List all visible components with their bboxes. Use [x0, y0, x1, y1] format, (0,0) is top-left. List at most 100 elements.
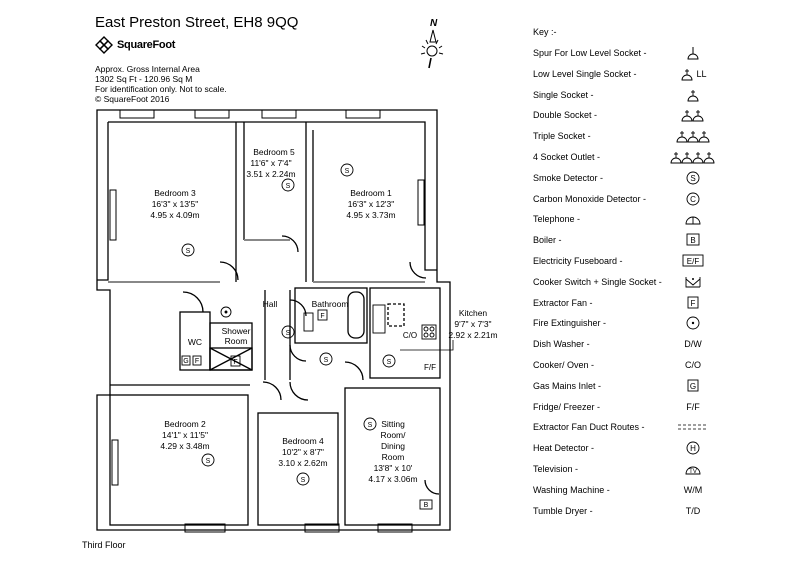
key-item-label: Washing Machine -	[533, 484, 610, 495]
svg-text:F: F	[233, 359, 237, 366]
key-item: Heat Detector -H	[533, 441, 753, 459]
gas-inlet-icon: G	[181, 355, 191, 366]
svg-text:S: S	[286, 330, 291, 337]
key-item-label: Extractor Fan -	[533, 297, 593, 308]
key-item-label: Smoke Detector -	[533, 172, 604, 183]
room-metric-bedroom1: 4.95 x 3.73m	[346, 210, 395, 220]
squarefoot-logo-icon	[95, 36, 113, 54]
floor-plan: Bedroom 3 16'3" x 13'5" 4.95 x 4.09m Bed…	[96, 109, 498, 533]
key-item-label: Gas Mains Inlet -	[533, 380, 602, 391]
gas-inlet-icon: G	[663, 377, 723, 395]
key-item-label: Fire Extinguisher -	[533, 318, 607, 329]
duct-icon	[663, 418, 723, 436]
key-item: Dish Washer -D/W	[533, 339, 753, 355]
room-imperial-bedroom5: 11'6" x 7'4"	[250, 158, 291, 168]
outer-wall	[96, 109, 451, 531]
room-name-hall: Hall	[263, 299, 278, 309]
info-line-disclaimer: For identification only. Not to scale.	[95, 84, 227, 94]
key-item-label: Fridge/ Freezer -	[533, 401, 601, 412]
smoke-detector-icon: S	[201, 453, 215, 467]
cooker-label: C/O	[403, 331, 417, 340]
fire-extinguisher-icon	[663, 314, 723, 332]
washing-machine-icon	[372, 304, 386, 334]
kitchen-leader-line	[400, 340, 454, 351]
room-imperial-bedroom1: 16'3" x 12'3"	[348, 199, 395, 209]
area-info: Approx. Gross Internal Area 1302 Sq Ft -…	[95, 64, 227, 104]
key-item-label: Double Socket -	[533, 110, 598, 121]
heat-detector-icon: H	[663, 439, 723, 457]
room-metric-bedroom3: 4.95 x 4.09m	[150, 210, 199, 220]
info-line-copyright: © SquareFoot 2016	[95, 94, 170, 104]
boiler-icon: B	[419, 499, 433, 510]
key-item: Cooker/ Oven -C/O	[533, 360, 753, 376]
smoke-detector-icon: S	[340, 163, 354, 177]
room-name-bedroom3: Bedroom 3	[154, 188, 196, 198]
key-item-label: Telephone -	[533, 214, 581, 225]
fuseboard-icon: E/F	[663, 252, 723, 270]
key-item-label: Spur For Low Level Socket -	[533, 48, 647, 58]
smoke-detector-icon: S	[281, 325, 295, 339]
key-item: Television - TV	[533, 464, 753, 480]
room-imperial-sitting: 13'8" x 10'	[374, 463, 413, 473]
svg-text:H: H	[690, 444, 696, 453]
key-item: Fire Extinguisher -	[533, 316, 753, 334]
key-item-label: Tumble Dryer -	[533, 505, 593, 516]
room-imperial-bedroom3: 16'3" x 13'5"	[152, 199, 199, 209]
text-icon: D/W	[684, 339, 702, 350]
room-metric-bedroom2: 4.29 x 3.48m	[160, 441, 209, 451]
svg-text:F: F	[691, 299, 696, 308]
extractor-fan-icon: F	[663, 294, 723, 312]
smoke-detector-icon: S	[382, 354, 396, 368]
boiler-icon: B	[663, 231, 723, 249]
room-name-bedroom4: Bedroom 4	[282, 436, 324, 446]
key-item: Double Socket -	[533, 110, 753, 126]
compass: N	[420, 18, 444, 69]
svg-text:F: F	[195, 358, 199, 365]
room-name-sitting-1: Sitting	[381, 419, 405, 429]
room-metric-bedroom5: 3.51 x 2.24m	[246, 169, 295, 179]
info-line-area-value: 1302 Sq Ft - 120.96 Sq M	[95, 74, 193, 84]
key-item: Telephone -	[533, 214, 753, 230]
brand-logo: SquareFoot	[95, 36, 175, 54]
svg-text:B: B	[690, 236, 695, 245]
room-name-wc: WC	[188, 337, 202, 347]
svg-text:TV: TV	[689, 469, 697, 475]
key-item: 4 Socket Outlet -	[533, 152, 753, 168]
svg-text:B: B	[424, 502, 429, 509]
svg-text:G: G	[690, 382, 696, 391]
smoke-detector-icon: S	[296, 472, 310, 486]
compass-north-label: N	[430, 18, 438, 29]
low-level-socket-icon: LL	[663, 65, 723, 83]
smoke-detector-icon: S	[663, 169, 723, 187]
quad-socket-icon	[663, 148, 723, 166]
room-name-shower-1: Shower	[222, 326, 251, 336]
key-item-label: Television -	[533, 464, 579, 474]
double-socket-icon	[663, 106, 723, 124]
svg-text:F: F	[320, 313, 324, 320]
spur-socket-icon	[663, 44, 723, 62]
svg-text:S: S	[387, 359, 392, 366]
room-imperial-kitchen: 9'7" x 7'3"	[454, 319, 491, 329]
floor-label: Third Floor	[82, 540, 126, 550]
key-item-label: 4 Socket Outlet -	[533, 152, 601, 162]
room-name-kitchen: Kitchen	[459, 308, 488, 318]
smoke-detector-icon: S	[281, 178, 295, 192]
key-item: Washing Machine - W/M	[533, 485, 753, 501]
extractor-fan-icon: F	[317, 309, 328, 321]
room-metric-kitchen: 2.92 x 2.21m	[448, 330, 497, 340]
text-icon: C/O	[684, 360, 701, 370]
svg-text:S: S	[186, 248, 191, 255]
room-name-bedroom2: Bedroom 2	[164, 419, 206, 429]
key-title: Key :-	[533, 27, 557, 37]
key-item: Single Socket -	[533, 89, 753, 106]
key-item-label: Boiler -	[533, 235, 562, 246]
text-icon: T/D	[685, 505, 701, 516]
extractor-fan-icon: F	[192, 355, 202, 366]
telephone-icon	[663, 210, 723, 228]
extractor-fan-icon: F	[230, 355, 241, 367]
text-icon: W/M	[683, 484, 703, 495]
key-item: Extractor Fan Duct Routes -	[533, 422, 753, 438]
key-item-label: Carbon Monoxide Detector -	[533, 193, 647, 204]
key-item: Gas Mains Inlet - G	[533, 379, 753, 397]
svg-text:S: S	[206, 458, 211, 465]
